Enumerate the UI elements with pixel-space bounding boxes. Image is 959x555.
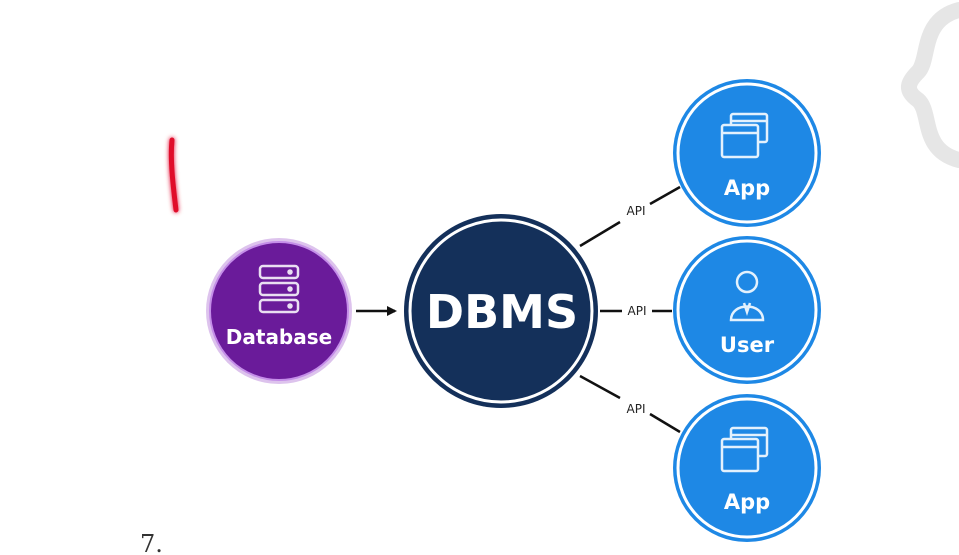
app-bottom-label: App <box>724 490 770 514</box>
dbms-label: DBMS <box>426 285 578 339</box>
database-label: Database <box>226 325 332 349</box>
user-icon <box>729 270 765 322</box>
server-stack-icon <box>258 264 300 314</box>
page-number: 7. <box>140 530 163 555</box>
user-node: User <box>673 236 821 384</box>
windows-icon <box>720 112 769 159</box>
decorative-brace-shape <box>901 2 959 168</box>
api-label-top: API <box>627 204 646 218</box>
dbms-to-app-bottom-connector <box>579 374 621 400</box>
dbms-node: DBMS <box>404 214 598 408</box>
api-label-middle: API <box>628 304 647 318</box>
windows-icon <box>720 426 769 473</box>
api-label-bottom: API <box>627 402 646 416</box>
app-top-label: App <box>724 176 770 200</box>
user-label: User <box>720 333 775 357</box>
app-bottom-node: App <box>673 394 821 542</box>
dbms-to-app-top-connector-end <box>649 185 681 206</box>
database-node: Database <box>206 238 352 384</box>
app-top-node: App <box>673 79 821 227</box>
red-annotation-mark <box>168 137 179 213</box>
dbms-to-app-bottom-connector-end <box>649 412 681 434</box>
dbms-to-app-top-connector <box>579 220 621 248</box>
